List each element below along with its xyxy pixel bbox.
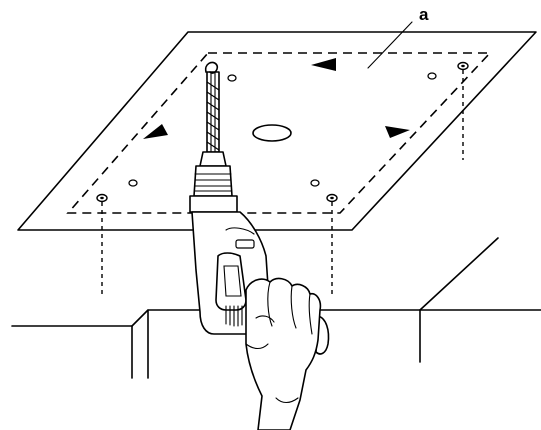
room-outline — [11, 237, 541, 379]
drill-badge — [235, 239, 255, 249]
arrow-icon — [143, 124, 168, 139]
corner-hole — [457, 61, 469, 71]
corner-hole — [96, 193, 108, 203]
callout-a: a — [367, 5, 429, 69]
hand-icon — [245, 277, 322, 430]
arrow-icon — [311, 58, 336, 71]
callout-label: a — [419, 5, 429, 24]
corner-hole — [326, 193, 338, 203]
hole-marker — [310, 179, 320, 187]
hole-marker — [227, 74, 237, 82]
template-dashed-outline — [66, 52, 492, 214]
installation-template — [17, 31, 537, 231]
projection-lines — [101, 70, 464, 298]
hole-marker — [128, 179, 138, 187]
hole-marker — [427, 72, 437, 80]
center-hole — [252, 124, 292, 142]
arrow-icon — [385, 126, 410, 138]
